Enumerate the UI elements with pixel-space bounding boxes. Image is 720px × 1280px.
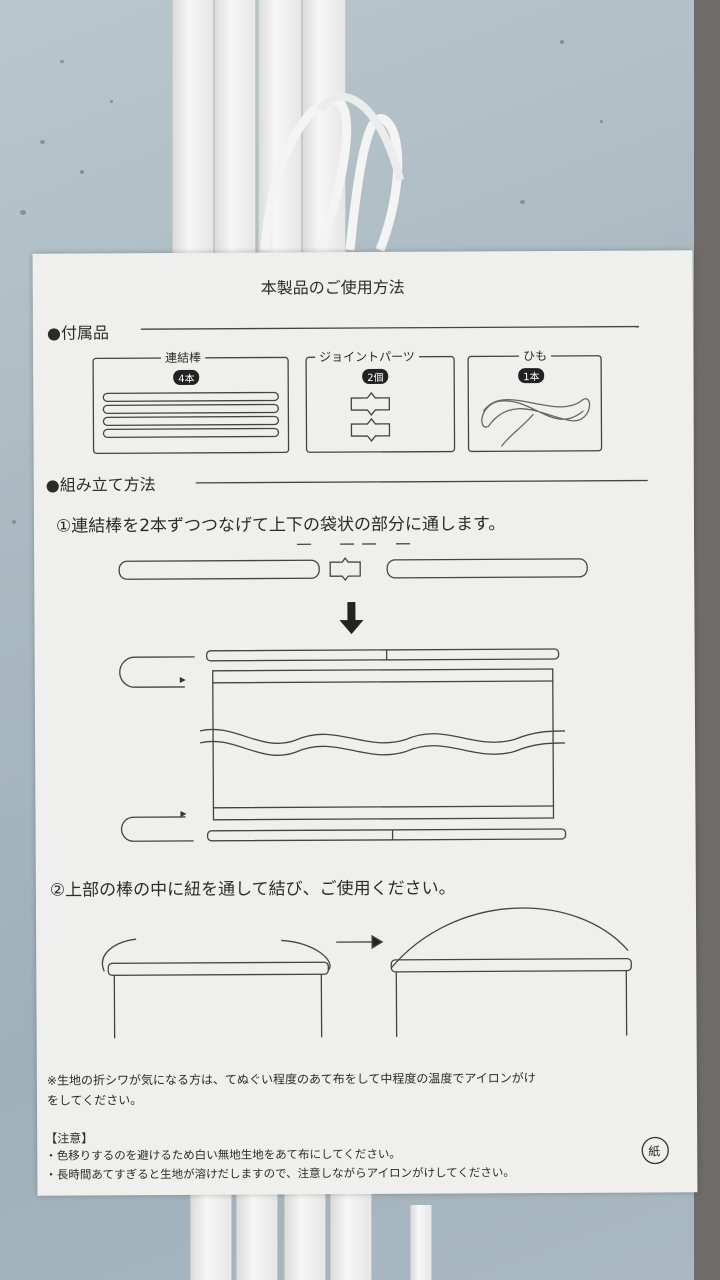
accessory-name: 連結棒 bbox=[161, 348, 206, 367]
rod bbox=[284, 1190, 326, 1280]
speck bbox=[110, 100, 113, 103]
rod bbox=[236, 1190, 278, 1280]
rod bbox=[214, 0, 256, 256]
step-1-text: ①連結棒を2本ずつつなげて上下の袋状の部分に通します。 bbox=[55, 514, 506, 537]
rod bbox=[190, 1190, 232, 1280]
cord-threading-diagram bbox=[101, 907, 632, 1039]
speck bbox=[520, 200, 525, 204]
accessory-count: 1本 bbox=[518, 368, 545, 384]
step-2-text: ②上部の棒の中に紐を通して結び、ご使用ください。 bbox=[49, 878, 456, 901]
rod bbox=[172, 0, 214, 256]
caution-heading: 【注意】 bbox=[45, 1131, 94, 1146]
accessory-count: 4本 bbox=[173, 369, 200, 385]
speck bbox=[60, 60, 64, 63]
banner-diagram bbox=[119, 648, 567, 842]
accessory-count: 2個 bbox=[362, 368, 389, 385]
rod bbox=[330, 1190, 372, 1280]
speck bbox=[600, 120, 603, 123]
instruction-sheet: 本製品のご使用方法 ●付属品 ●組み立て方法 bbox=[32, 250, 698, 1196]
ironing-note-line: をしてください。 bbox=[46, 1093, 143, 1108]
diagrams bbox=[92, 325, 669, 1165]
accessory-name: ジョイントパーツ bbox=[315, 347, 419, 366]
rods-join-diagram bbox=[118, 543, 588, 582]
accessory-name: ひも bbox=[519, 347, 552, 365]
speck bbox=[560, 40, 564, 44]
rod bbox=[410, 1205, 432, 1280]
recycle-paper-mark bbox=[641, 1136, 669, 1165]
white-cord-icon bbox=[260, 92, 404, 252]
recycle-mark-label: 紙 bbox=[648, 1144, 661, 1159]
cord-icon bbox=[481, 398, 591, 447]
joint-parts-icon bbox=[350, 391, 391, 443]
down-arrow-icon bbox=[339, 602, 364, 635]
rods-icon bbox=[102, 391, 280, 438]
speck bbox=[20, 210, 26, 215]
speck bbox=[12, 520, 16, 524]
caution-item: ・色移りするのを避けるため白い無地生地をあて布にしてください。 bbox=[45, 1146, 401, 1163]
ironing-note-line: ※生地の折シワが気になる方は、てぬぐい程度のあて布をして中程度の温度でアイロンが… bbox=[46, 1071, 536, 1088]
caution-item: ・長時間あてすぎると生地が溶けだしますので、注意しながらアイロンがけしてください… bbox=[45, 1165, 515, 1182]
dark-edge bbox=[694, 0, 720, 1280]
speck bbox=[40, 140, 45, 144]
speck bbox=[80, 170, 84, 174]
